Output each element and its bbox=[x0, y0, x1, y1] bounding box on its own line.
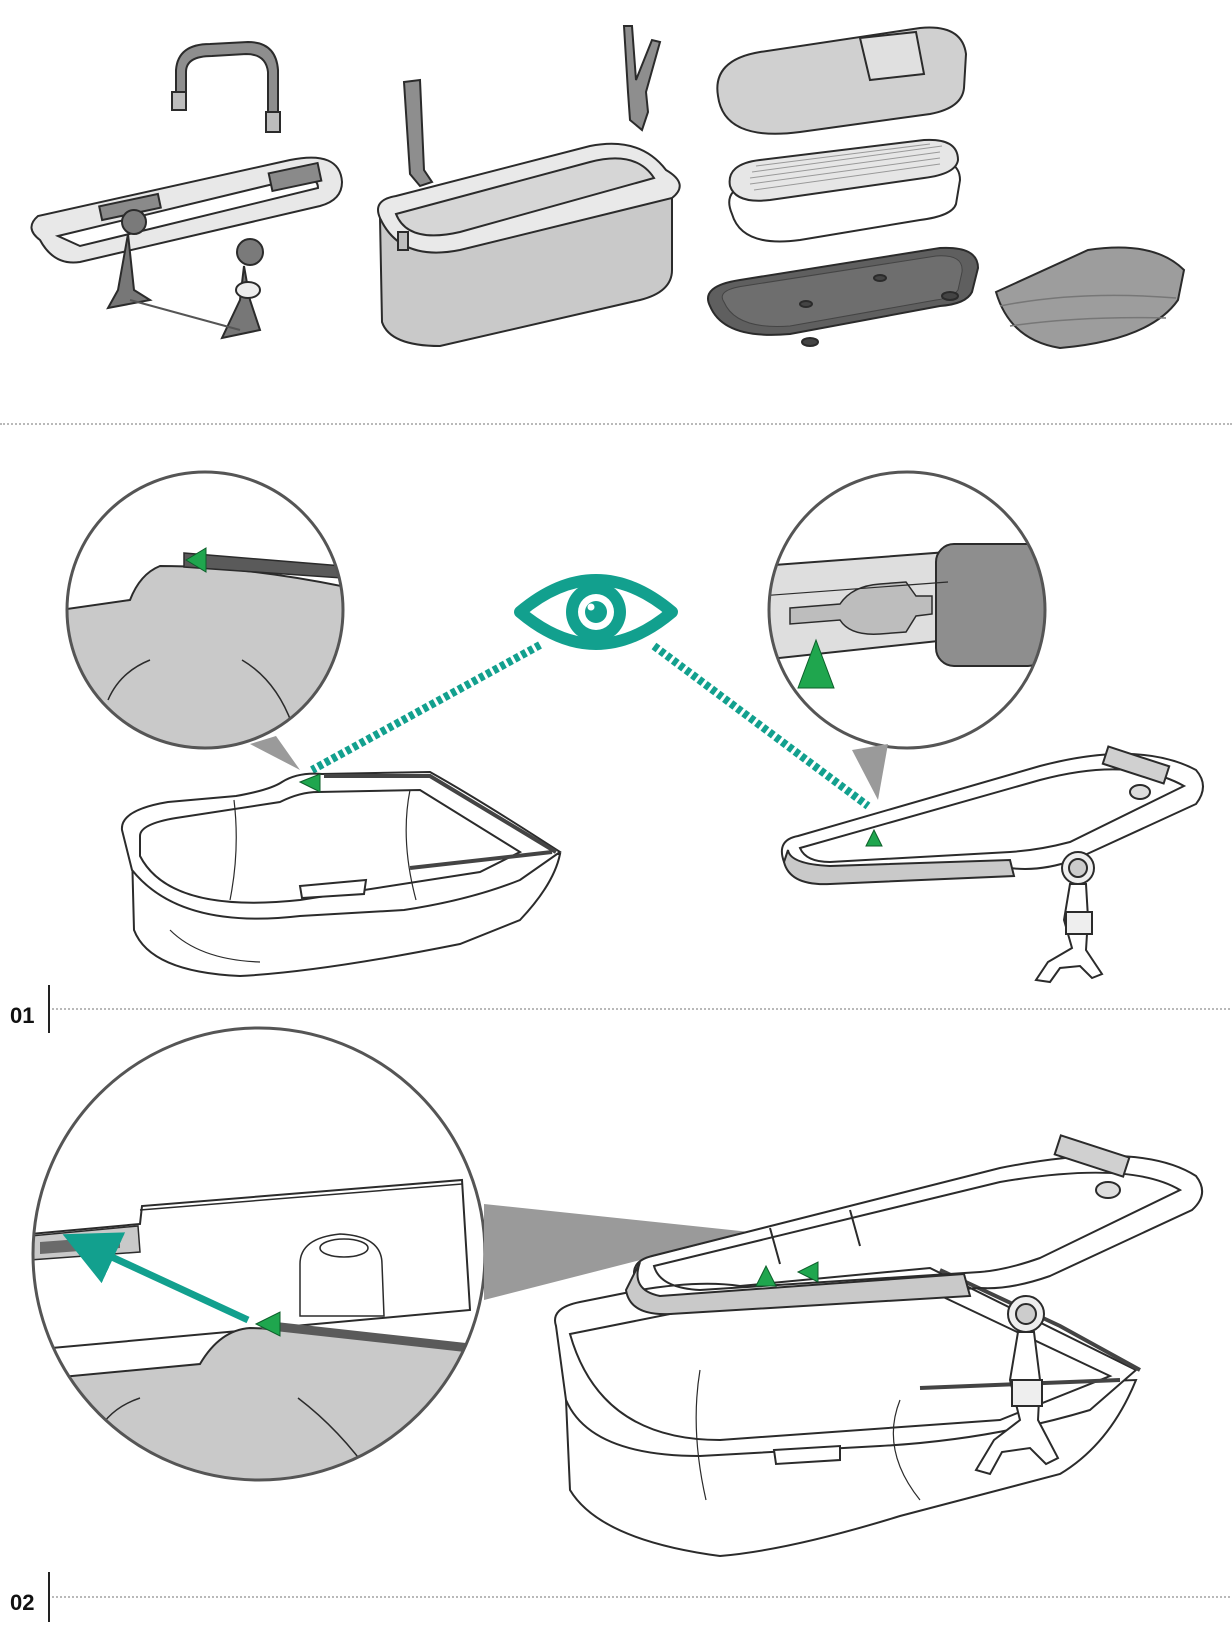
step-number-01: 01 bbox=[10, 1003, 35, 1028]
fabric-shell-part bbox=[377, 142, 681, 348]
step-02-divider bbox=[52, 1596, 1230, 1598]
base-plate-part bbox=[707, 246, 980, 347]
green-triangle-marker bbox=[185, 547, 207, 573]
step-01-divider bbox=[52, 1008, 1230, 1010]
eye-icon bbox=[514, 574, 678, 650]
mattress-part bbox=[728, 138, 962, 243]
assembled-bassinet-step02 bbox=[554, 1134, 1203, 1558]
teal-arrow bbox=[62, 1232, 250, 1324]
handle-bar-part bbox=[171, 40, 281, 133]
step-bar-01 bbox=[48, 985, 50, 1033]
step-number-02: 02 bbox=[10, 1590, 35, 1615]
zoom-circle-left bbox=[65, 470, 345, 770]
carrycot-frame-part bbox=[30, 156, 344, 340]
frame-step01 bbox=[780, 745, 1204, 984]
green-triangle-marker bbox=[797, 638, 835, 689]
green-triangle-marker bbox=[254, 1311, 281, 1337]
zoom-circle-step02 bbox=[31, 1026, 487, 1482]
green-triangle-marker bbox=[796, 1261, 819, 1283]
eye-connector-right bbox=[651, 642, 871, 810]
step-bar-02 bbox=[48, 1572, 50, 1622]
y-support-part bbox=[622, 25, 662, 132]
section-divider-top bbox=[0, 423, 1232, 425]
zoom-circle-right bbox=[767, 470, 1047, 800]
bassinet-step01 bbox=[120, 770, 562, 978]
apron-part bbox=[994, 246, 1186, 350]
zoom-pointer-step02 bbox=[484, 1204, 750, 1300]
mattress-cover-part bbox=[716, 26, 968, 135]
eye-connector-left bbox=[310, 641, 542, 774]
side-stay-part bbox=[402, 78, 434, 188]
green-triangle-marker bbox=[755, 1264, 777, 1287]
green-triangle-marker bbox=[298, 773, 321, 793]
green-triangle-marker bbox=[865, 828, 883, 847]
